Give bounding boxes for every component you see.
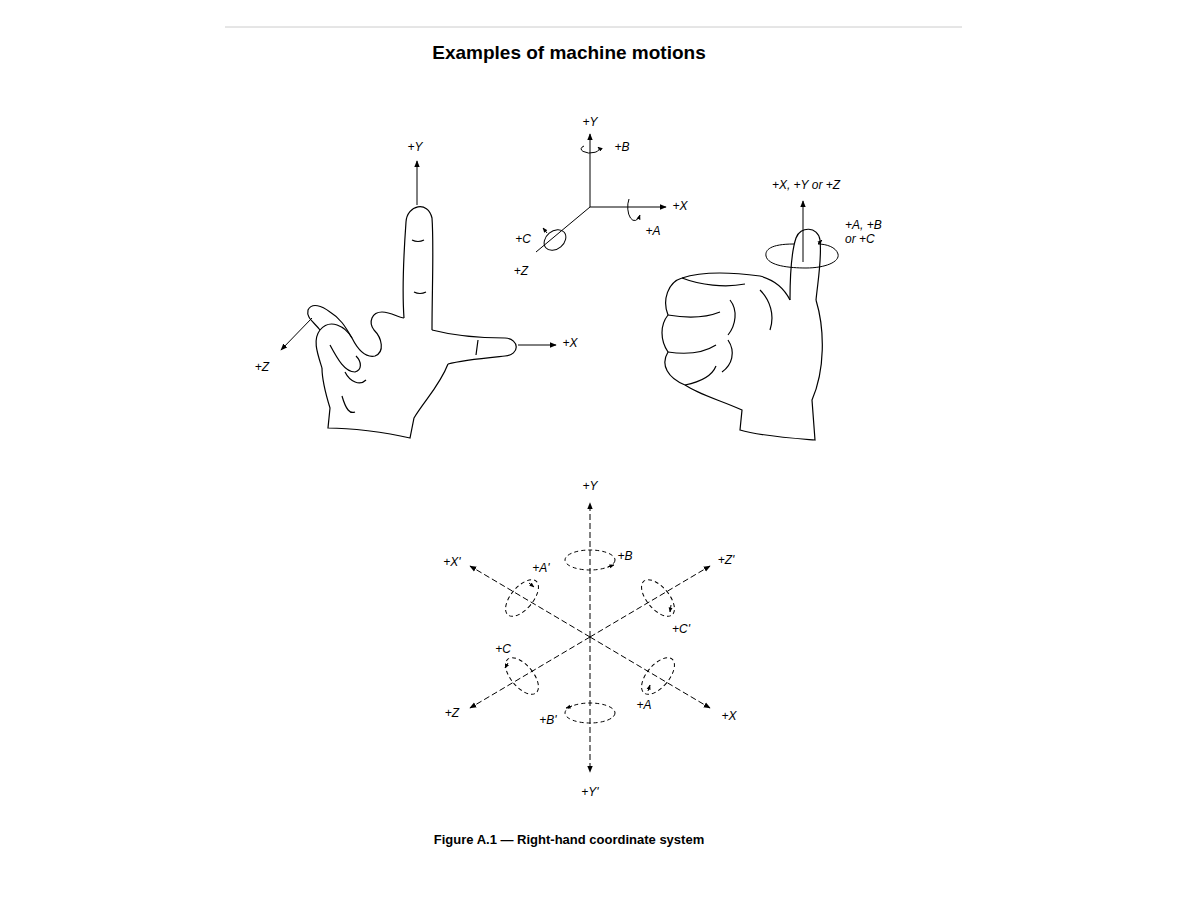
rotation-ellipses <box>499 550 680 723</box>
axis-label: +Z <box>513 265 529 279</box>
axis-star <box>470 503 710 772</box>
axis-label: +A <box>635 699 652 713</box>
axis-label: +A' <box>531 562 550 576</box>
axis-label: +Z' <box>717 554 736 568</box>
axis-label: +C <box>514 233 532 247</box>
axis-label: +B <box>613 141 630 155</box>
x-axis-arrow <box>518 345 556 346</box>
axis-label: +Y' <box>580 786 599 800</box>
z-axis-arrow <box>281 318 312 350</box>
axis-label: +A, +B or +C <box>844 219 892 247</box>
figure-title: Examples of machine motions <box>432 42 705 64</box>
axis-label: +B <box>616 550 633 564</box>
axis-label: +X' <box>442 556 461 570</box>
axis-label: +Z <box>444 707 460 721</box>
top-rule <box>225 27 962 28</box>
axis-label: +Z <box>254 361 270 375</box>
axis-label: +Y <box>581 480 598 494</box>
axis-label: +A <box>644 225 661 239</box>
axis-label: +X <box>720 710 737 724</box>
axis-label: +B' <box>538 714 557 728</box>
rotation-arrowheads <box>505 565 671 708</box>
left-hand <box>308 207 517 438</box>
linear-axis-arrow <box>803 201 804 262</box>
rotation-arrow <box>766 240 838 268</box>
right-hand <box>662 229 822 440</box>
y-axis-arrow <box>417 161 418 205</box>
axis-label: +C' <box>671 623 691 637</box>
axis-label: +X <box>561 337 578 351</box>
axis-triad <box>536 134 666 255</box>
axis-label: +X, +Y or +Z <box>771 179 841 193</box>
figure-caption: Figure A.1 — Right-hand coordinate syste… <box>434 833 704 848</box>
axis-label: +C <box>494 643 512 657</box>
axis-label: +X <box>671 200 688 214</box>
axis-label: +Y <box>581 116 598 130</box>
axis-label: +Y <box>406 141 423 155</box>
